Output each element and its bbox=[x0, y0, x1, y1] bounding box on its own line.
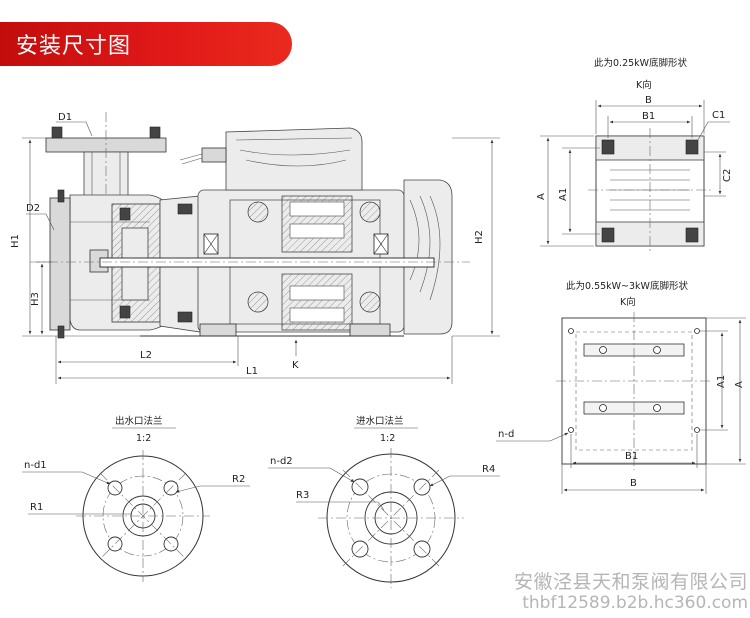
foot-large-label-b: B bbox=[630, 478, 637, 489]
foot-large-label-b1: B1 bbox=[625, 451, 638, 462]
foot-small-label-c1: C1 bbox=[712, 110, 725, 121]
terminal-box bbox=[225, 127, 363, 191]
foot-large-label-nd: n-d bbox=[498, 429, 514, 440]
foot-small-label-b: B bbox=[645, 95, 652, 106]
foot-large-label-a1: A1 bbox=[716, 375, 727, 388]
foot-small-label-c2: C2 bbox=[722, 169, 733, 182]
outlet-flange-detail: 出水口法兰 1:2 n-d1 R1 R2 bbox=[22, 415, 250, 582]
motor-foot-rear bbox=[349, 323, 391, 337]
foot-large-caption: 此为0.55kW~3kW底脚形状 bbox=[566, 280, 688, 292]
dim-label-h2: H2 bbox=[474, 230, 485, 244]
dim-label-d2: D2 bbox=[26, 203, 40, 214]
cable-gland bbox=[179, 147, 227, 165]
watermark-company: 安徽泾县天和泵阀有限公司 bbox=[513, 571, 748, 593]
inlet-flange-label-nd2: n-d2 bbox=[270, 456, 293, 467]
foot-small-label-a: A bbox=[536, 193, 547, 200]
foot-large-direction: K向 bbox=[620, 296, 636, 308]
foot-large-label-a: A bbox=[734, 381, 745, 388]
pump-section-view: H1 H3 H2 L2 L1 K D1 D2 bbox=[10, 112, 500, 384]
foot-small-label-a1: A1 bbox=[558, 188, 569, 201]
section-title: 安装尺寸图 bbox=[16, 34, 132, 59]
outlet-flange-label-nd1: n-d1 bbox=[24, 460, 47, 471]
inlet-flange-scale: 1:2 bbox=[380, 433, 395, 444]
inlet-flange-label-r3: R3 bbox=[296, 490, 309, 501]
foot-small-direction: K向 bbox=[636, 79, 652, 91]
dim-label-d1: D1 bbox=[58, 112, 72, 123]
foot-small-caption: 此为0.25kW底脚形状 bbox=[594, 57, 688, 69]
dim-label-l2: L2 bbox=[140, 350, 152, 361]
inlet-flange-label-r4: R4 bbox=[482, 464, 495, 475]
dim-label-h1: H1 bbox=[10, 234, 21, 248]
outlet-flange-label-r2: R2 bbox=[232, 474, 245, 485]
motor-shaft bbox=[99, 257, 435, 268]
inlet-flange-caption: 进水口法兰 bbox=[356, 415, 404, 427]
inlet-flange-detail: 进水口法兰 1:2 n-d2 R3 R4 bbox=[268, 415, 500, 588]
foot-detail-small: 此为0.25kW底脚形状 K向 B B1 C1 C2 bbox=[536, 57, 733, 254]
outlet-flange-label-r1: R1 bbox=[30, 502, 43, 513]
dim-label-h3: H3 bbox=[30, 292, 41, 306]
outlet-flange-scale: 1:2 bbox=[136, 433, 151, 444]
inlet-flange bbox=[49, 197, 71, 331]
dim-label-l1: L1 bbox=[246, 366, 258, 377]
outlet-flange-caption: 出水口法兰 bbox=[115, 415, 163, 427]
watermark: 安徽泾县天和泵阀有限公司 thbf12589.b2b.hc360.com bbox=[458, 571, 748, 613]
motor-foot-front bbox=[199, 323, 237, 337]
section-banner: 安装尺寸图 bbox=[0, 22, 292, 66]
stator-windings bbox=[281, 195, 353, 331]
fan-cover bbox=[403, 179, 453, 335]
foot-detail-large: 此为0.55kW~3kW底脚形状 K向 n-d B1 B A1 bbox=[496, 280, 746, 494]
view-label-k: K bbox=[292, 360, 299, 371]
watermark-url: thbf12589.b2b.hc360.com bbox=[522, 593, 748, 613]
foot-small-label-b1: B1 bbox=[642, 111, 655, 122]
